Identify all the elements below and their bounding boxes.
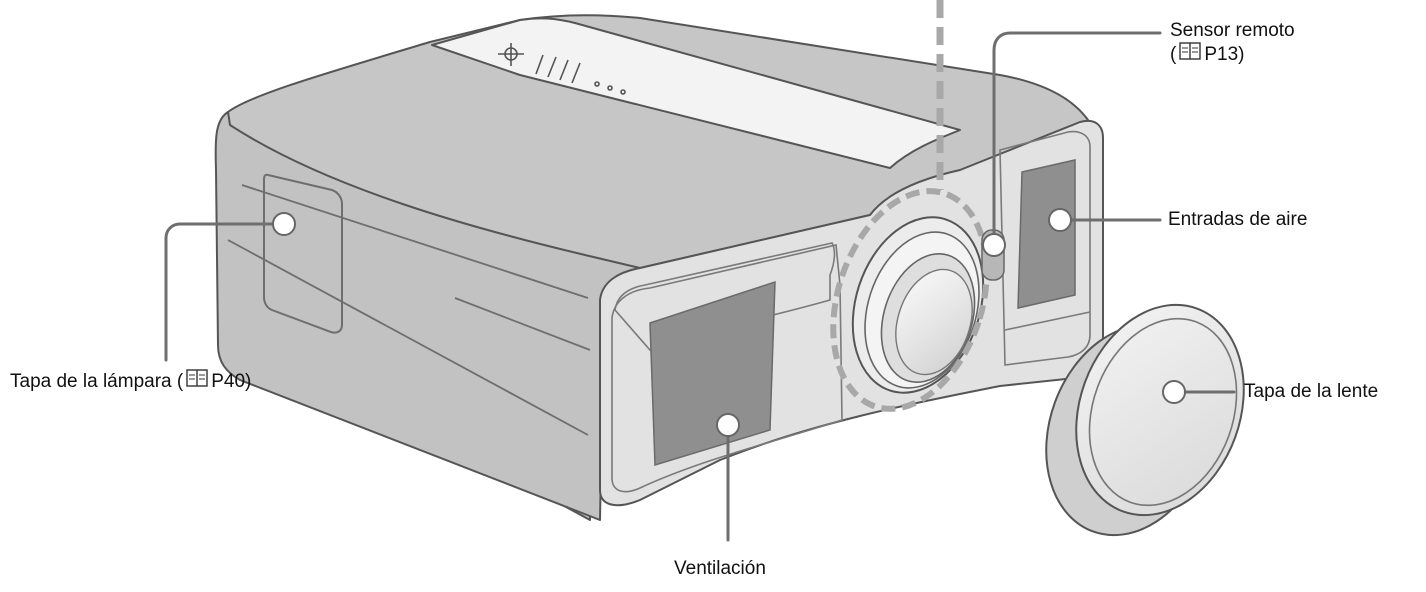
front-lines bbox=[1004, 311, 1091, 331]
remote-sensor-title: Sensor remoto bbox=[1170, 20, 1295, 41]
control-panel-strip bbox=[431, 17, 961, 169]
ventilation-grille bbox=[649, 280, 776, 467]
callout-markers bbox=[272, 208, 1186, 437]
label-lamp-cover: Tapa de la lámpara ( P40) bbox=[10, 369, 251, 393]
marker-ventilation bbox=[716, 413, 740, 437]
book-icon bbox=[186, 369, 208, 393]
lens-cap-illustration bbox=[1045, 303, 1245, 537]
label-air-intake: Entradas de aire bbox=[1168, 209, 1308, 230]
lens-highlight-ring bbox=[830, 188, 990, 412]
lamp-cover-ref-page: P40) bbox=[211, 370, 252, 392]
marker-remote-sensor bbox=[982, 233, 1006, 257]
label-ventilation: Ventilación bbox=[674, 558, 766, 579]
front-bezel-right bbox=[999, 130, 1091, 366]
air-intake-grille bbox=[1017, 159, 1076, 309]
leader-remote-sensor bbox=[992, 31, 1162, 247]
leader-lines bbox=[164, 31, 1236, 542]
lens-assembly bbox=[851, 216, 985, 394]
label-lens-cap: Tapa de la lente bbox=[1244, 381, 1379, 402]
marker-lens-cap bbox=[1162, 380, 1186, 404]
side-panel-lines bbox=[227, 184, 591, 436]
front-bezel-outline bbox=[611, 244, 843, 493]
control-buttons bbox=[498, 43, 626, 95]
marker-lamp-cover bbox=[272, 212, 296, 236]
book-icon bbox=[1179, 42, 1202, 66]
marker-air-intake bbox=[1048, 208, 1072, 232]
remote-sensor-ref-open: ( bbox=[1170, 43, 1177, 65]
lamp-cover-title: Tapa de la lámpara ( bbox=[10, 370, 184, 392]
label-remote-sensor: Sensor remoto ( P13) bbox=[1170, 19, 1295, 66]
remote-sensor-ref-page: P13) bbox=[1204, 43, 1245, 65]
lamp-cover-panel bbox=[263, 173, 343, 334]
leader-lamp-cover bbox=[164, 222, 286, 362]
remote-sensor-reference: ( P13) bbox=[1170, 42, 1244, 66]
